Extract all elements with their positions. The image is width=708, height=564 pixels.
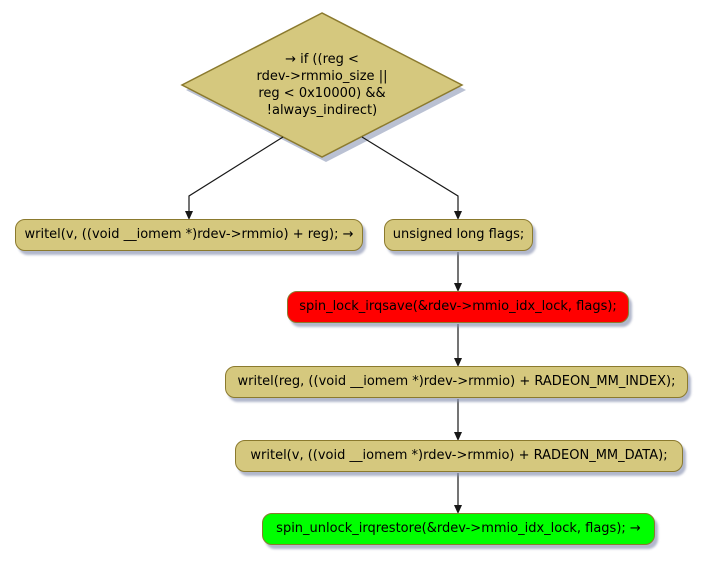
node-writel-direct: writel(v, ((void __iomem *)rdev->rmmio) … xyxy=(15,219,363,251)
decision-label-line: reg < 0x10000) && xyxy=(258,86,386,101)
decision-diamond xyxy=(180,12,464,158)
node-writel-index: writel(reg, ((void __iomem *)rdev->rmmio… xyxy=(225,366,688,398)
node-spin-lock: spin_lock_irqsave(&rdev->mmio_idx_lock, … xyxy=(287,291,629,323)
decision-label: → if ((reg < rdev->rmmio_size || reg < 0… xyxy=(182,51,462,119)
edge-decision-flags-decl xyxy=(361,136,462,220)
node-writel-data: writel(v, ((void __iomem *)rdev->rmmio) … xyxy=(235,440,683,472)
decision-label-line: → if ((reg < xyxy=(285,52,359,67)
decision-label-line: rdev->rmmio_size || xyxy=(256,69,388,84)
decision-label-line: !always_indirect) xyxy=(266,103,378,118)
edge-decision-writel-direct xyxy=(185,136,284,220)
node-spin-unlock: spin_unlock_irqrestore(&rdev->mmio_idx_l… xyxy=(262,513,655,545)
node-flags-decl: unsigned long flags; xyxy=(384,219,533,251)
